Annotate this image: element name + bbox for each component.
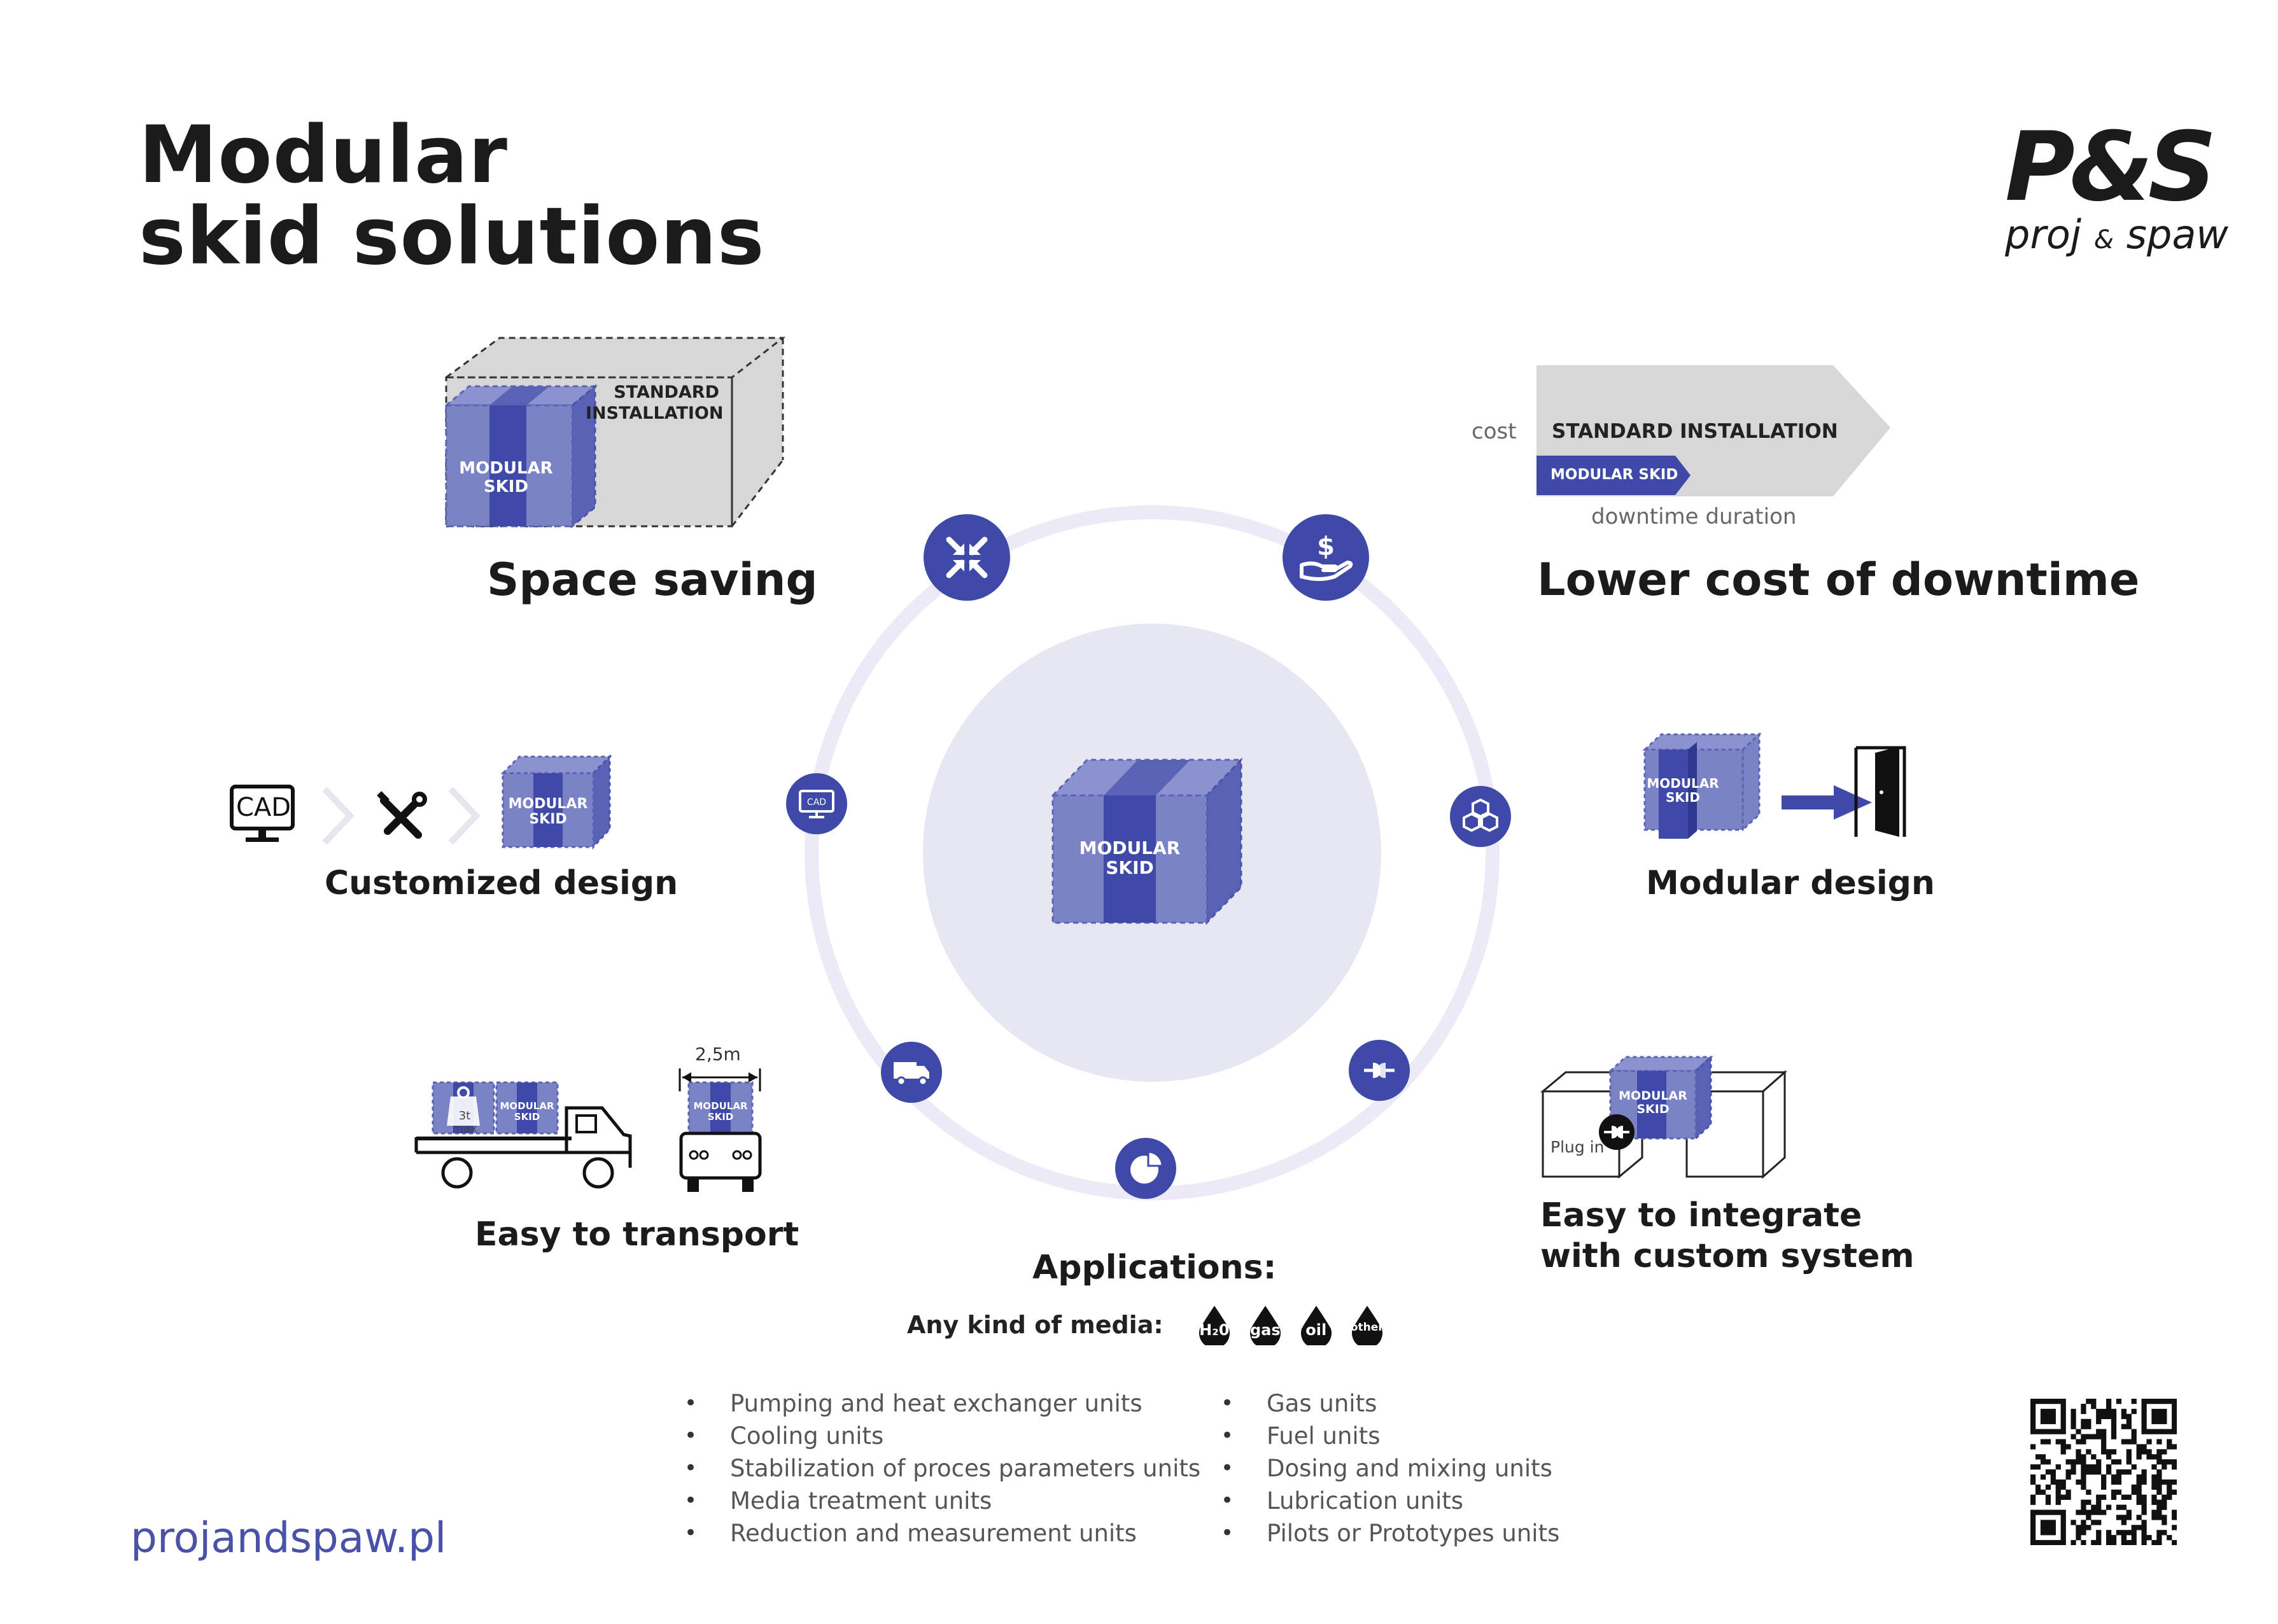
truck-icon (881, 1042, 942, 1103)
easy-transport-title: Easy to transport (475, 1215, 799, 1254)
customized-skid-label: MODULAR SKID (508, 796, 588, 828)
customized-skid-cube (500, 754, 612, 850)
website-url[interactable]: projandspaw.pl (130, 1513, 447, 1562)
right-list-item: Gas units (1221, 1387, 1559, 1420)
right-list-item: Lubrication units (1221, 1485, 1559, 1517)
integrate-title-line-1: Easy to integrate (1540, 1196, 1862, 1235)
tools-icon (377, 791, 427, 839)
pie-chart-icon (1115, 1138, 1176, 1199)
space-standard-label: STANDARD INSTALLATION (586, 382, 724, 423)
logo-tagline-proj: proj (2005, 211, 2082, 258)
cad-monitor-text: CAD (236, 793, 292, 822)
downtime-cost-graphic (1536, 365, 1890, 496)
media-drop-label: other (1350, 1321, 1384, 1334)
lower-cost-title: Lower cost of downtime (1537, 554, 2140, 606)
transport-width-label: 2,5m (695, 1044, 741, 1065)
company-logo: P&S proj & spaw (2005, 120, 2228, 258)
space-saving-graphic (443, 337, 786, 529)
cost-axis-label: cost (1472, 419, 1517, 444)
media-drop-label: H₂0 (1199, 1321, 1230, 1339)
logo-tagline-amp: & (2093, 225, 2114, 255)
media-drop-icon: oil (1298, 1305, 1335, 1345)
money-hand-icon: $ (1283, 514, 1369, 601)
media-drop-icon: gas (1247, 1305, 1284, 1345)
cad-small-text: CAD (807, 797, 826, 808)
transport-skid-label-2: MODULAR SKID (693, 1100, 748, 1123)
transport-weight-label: 3t max (452, 1109, 477, 1135)
integrate-title-line-2: with custom system (1540, 1237, 1915, 1275)
chevron-right-icon (322, 787, 355, 845)
cad-monitor-small-icon: CAD (786, 773, 847, 834)
left-list-item: Stabilization of proces parameters units (684, 1452, 1200, 1485)
compress-arrows-icon (924, 514, 1010, 601)
right-list-item: Pilots or Prototypes units (1221, 1517, 1559, 1550)
logo-tagline-spaw: spaw (2126, 211, 2229, 258)
customized-design-title: Customized design (325, 864, 678, 902)
media-drop-label: oil (1305, 1321, 1327, 1339)
space-saving-title: Space saving (487, 554, 818, 606)
plug-in-label: Plug in (1550, 1138, 1605, 1156)
integrate-graphic (1540, 1054, 1787, 1179)
cubes-icon (1450, 786, 1511, 847)
modular-skid-label: MODULAR SKID (1647, 776, 1719, 805)
media-drop-icon: other (1349, 1305, 1386, 1345)
duration-axis-label: downtime duration (1591, 504, 1797, 529)
center-skid-cube (1050, 757, 1244, 925)
modular-skid-cube (1642, 732, 1762, 839)
cad-monitor-icon (230, 785, 295, 842)
downtime-skid-label: MODULAR SKID (1550, 466, 1678, 483)
qr-code[interactable] (2030, 1399, 2177, 1545)
applications-list-right: Gas unitsFuel unitsDosing and mixing uni… (1221, 1387, 1559, 1550)
center-skid-label: MODULAR SKID (1079, 837, 1181, 878)
downtime-standard-label: STANDARD INSTALLATION (1552, 420, 1838, 443)
right-list-item: Dosing and mixing units (1221, 1452, 1559, 1485)
svg-text:$: $ (1317, 532, 1335, 561)
applications-title: Applications: (1032, 1249, 1277, 1287)
plug-icon (1349, 1040, 1410, 1101)
left-list-item: Reduction and measurement units (684, 1517, 1200, 1550)
left-list-item: Cooling units (684, 1420, 1200, 1452)
logo-tagline: proj & spaw (2005, 211, 2228, 258)
media-drop-label: gas (1249, 1321, 1281, 1339)
right-list-item: Fuel units (1221, 1420, 1559, 1452)
integrate-skid-label: MODULAR SKID (1619, 1089, 1687, 1116)
title-line-2: skid solutions (139, 191, 765, 283)
page-title: Modular skid solutions (139, 115, 765, 277)
door-icon (1854, 746, 1906, 837)
easy-integrate-title: Easy to integrate with custom system (1540, 1195, 1915, 1277)
media-label: Any kind of media: (907, 1311, 1164, 1339)
left-list-item: Media treatment units (684, 1485, 1200, 1517)
arrow-right-icon (1782, 785, 1872, 820)
left-list-item: Pumping and heat exchanger units (684, 1387, 1200, 1420)
space-skid-label: MODULAR SKID (459, 459, 553, 496)
applications-list-left: Pumping and heat exchanger unitsCooling … (684, 1387, 1200, 1550)
chevron-right-icon (448, 787, 481, 845)
transport-skid-label-1: MODULAR SKID (500, 1100, 554, 1123)
media-drop-icon: H₂0 (1196, 1305, 1233, 1345)
modular-design-title: Modular design (1646, 864, 1935, 902)
title-line-1: Modular (139, 109, 508, 201)
media-row: Any kind of media: H₂0 gas oil other (907, 1305, 1386, 1345)
logo-mark: P&S (2005, 112, 2217, 223)
truck-graphic (414, 1068, 762, 1192)
